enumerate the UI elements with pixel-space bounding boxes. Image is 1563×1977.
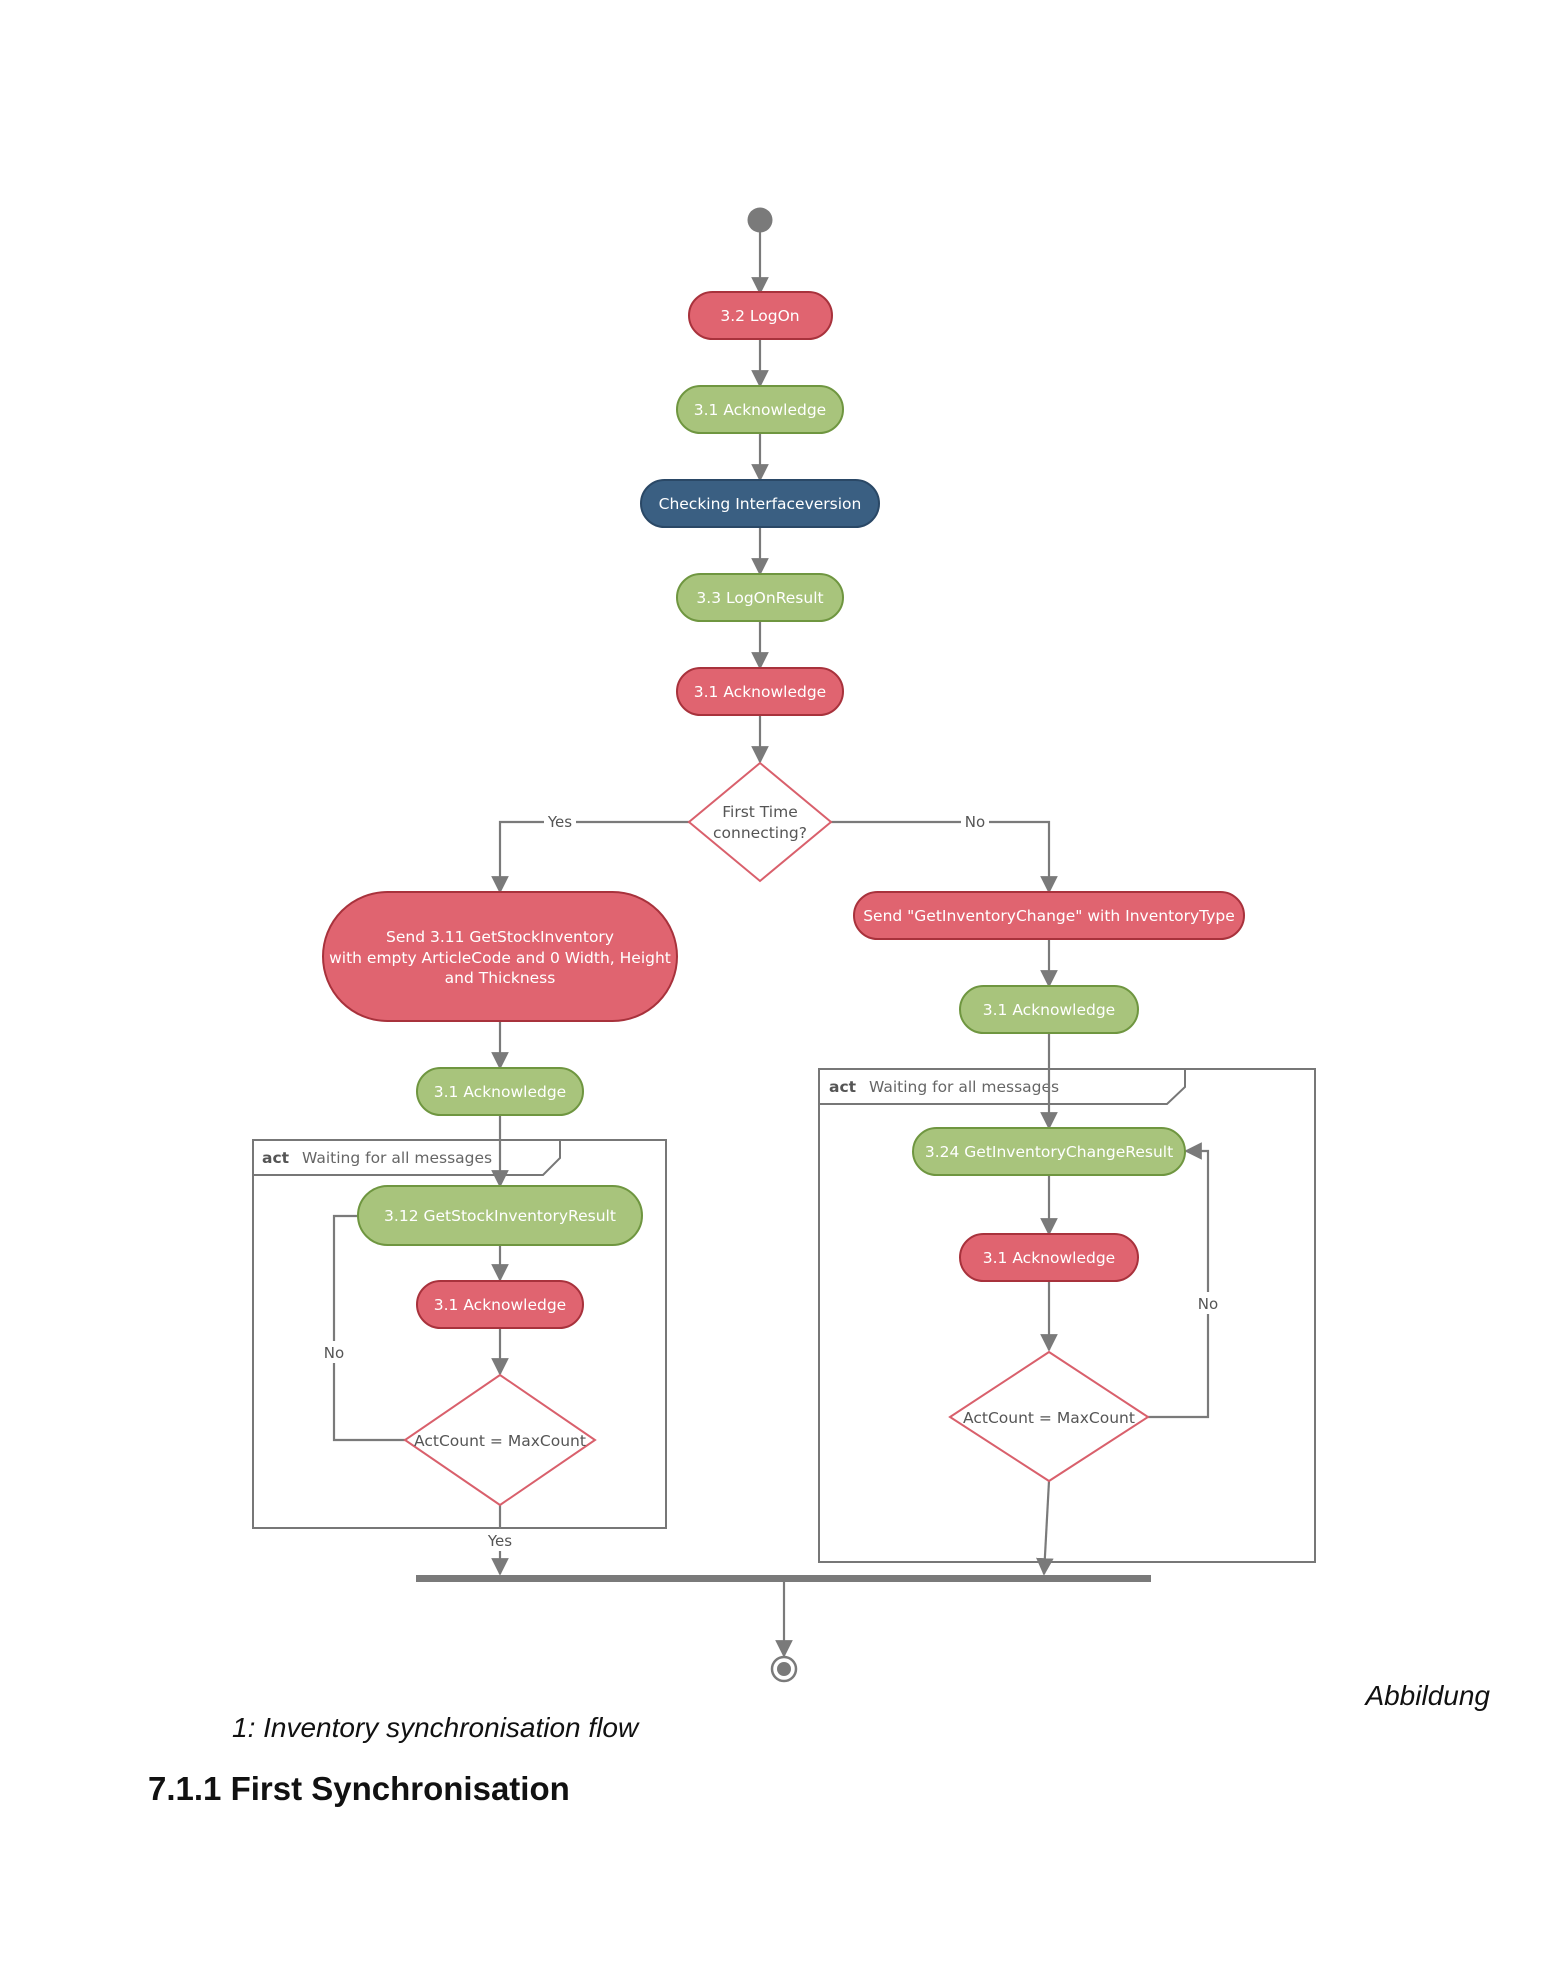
logon-node: 3.2 LogOn bbox=[688, 291, 833, 340]
left-acknowledge-label-2: 3.1 Acknowledge bbox=[434, 1296, 566, 1314]
acknowledge-label-1: 3.1 Acknowledge bbox=[694, 401, 826, 419]
left-acknowledge-node: 3.1 Acknowledge bbox=[416, 1067, 584, 1116]
svg-text:Yes: Yes bbox=[487, 1532, 512, 1550]
logon-result-label: 3.3 LogOnResult bbox=[696, 589, 823, 607]
acknowledge-label-2: 3.1 Acknowledge bbox=[694, 683, 826, 701]
first-time-line2: connecting? bbox=[713, 824, 807, 842]
checking-node: Checking Interfaceversion bbox=[640, 479, 880, 528]
svg-text:act Waiting for all mess: act Waiting for all messages bbox=[829, 1078, 1059, 1096]
svg-text:No: No bbox=[324, 1344, 344, 1362]
right-actcount-label: ActCount = MaxCount bbox=[963, 1409, 1135, 1427]
connectors bbox=[332, 232, 1210, 1658]
left-frame-keyword: act bbox=[262, 1149, 290, 1167]
first-time-line1: First Time bbox=[722, 803, 797, 821]
send-stock-line1: Send 3.11 GetStockInventory bbox=[386, 928, 614, 946]
get-inventory-change-result-node: 3.24 GetInventoryChangeResult bbox=[912, 1127, 1186, 1176]
right-acknowledge-label: 3.1 Acknowledge bbox=[983, 1001, 1115, 1019]
inventory-change-result-label: 3.24 GetInventoryChangeResult bbox=[925, 1143, 1173, 1161]
section-heading: 7.1.1 First Synchronisation bbox=[148, 1770, 570, 1807]
left-actcount-label: ActCount = MaxCount bbox=[414, 1432, 586, 1450]
left-actcount-decision: ActCount = MaxCount bbox=[403, 1373, 597, 1507]
yes-edge-label: Yes bbox=[544, 810, 576, 832]
right-acknowledge-label-2: 3.1 Acknowledge bbox=[983, 1249, 1115, 1267]
acknowledge-node-1: 3.1 Acknowledge bbox=[676, 385, 844, 434]
start-node bbox=[747, 207, 773, 233]
right-acknowledge-node-2: 3.1 Acknowledge bbox=[959, 1233, 1139, 1282]
logon-label: 3.2 LogOn bbox=[720, 307, 799, 325]
get-stock-inventory-result-node: 3.12 GetStockInventoryResult bbox=[357, 1185, 643, 1246]
right-loop-no-label: No bbox=[1194, 1292, 1222, 1314]
logon-result-node: 3.3 LogOnResult bbox=[676, 573, 844, 622]
right-frame-title: Waiting for all messages bbox=[869, 1078, 1059, 1096]
send-get-inventory-change-node: Send "GetInventoryChange" with Inventory… bbox=[853, 891, 1245, 940]
first-time-decision: First Time connecting? bbox=[687, 761, 833, 883]
left-loop-no-label: No bbox=[320, 1341, 348, 1363]
right-actcount-decision: ActCount = MaxCount bbox=[948, 1350, 1150, 1483]
right-wait-frame: act Waiting for all messages bbox=[818, 1068, 1316, 1563]
send-stock-line3: and Thickness bbox=[445, 969, 556, 987]
send-get-stock-inventory-node: Send 3.11 GetStockInventory with empty A… bbox=[322, 891, 678, 1022]
figure-caption: 1: Inventory synchronisation flow bbox=[232, 1712, 639, 1743]
checking-label: Checking Interfaceversion bbox=[659, 495, 862, 513]
send-inventory-change-label: Send "GetInventoryChange" with Inventory… bbox=[863, 907, 1235, 925]
right-acknowledge-node: 3.1 Acknowledge bbox=[959, 985, 1139, 1034]
left-wait-frame: act Waiting for all messages bbox=[252, 1139, 667, 1529]
svg-text:No: No bbox=[1198, 1295, 1218, 1313]
join-bar bbox=[416, 1575, 1151, 1582]
get-stock-result-label: 3.12 GetStockInventoryResult bbox=[384, 1207, 616, 1225]
right-frame-keyword: act bbox=[829, 1078, 857, 1096]
no-edge-label: No bbox=[961, 810, 989, 832]
left-exit-yes-label: Yes bbox=[484, 1529, 516, 1551]
left-acknowledge-label: 3.1 Acknowledge bbox=[434, 1083, 566, 1101]
svg-text:Yes: Yes bbox=[547, 813, 572, 831]
caption-abbildung: Abbildung bbox=[1365, 1680, 1490, 1711]
send-stock-line2: with empty ArticleCode and 0 Width, Heig… bbox=[329, 949, 671, 967]
acknowledge-node-2: 3.1 Acknowledge bbox=[676, 667, 844, 716]
svg-text:No: No bbox=[965, 813, 985, 831]
left-acknowledge-node-2: 3.1 Acknowledge bbox=[416, 1280, 584, 1329]
left-frame-title: Waiting for all messages bbox=[302, 1149, 492, 1167]
svg-text:act Waiting for all mess: act Waiting for all messages bbox=[262, 1149, 492, 1167]
end-node bbox=[770, 1655, 798, 1683]
